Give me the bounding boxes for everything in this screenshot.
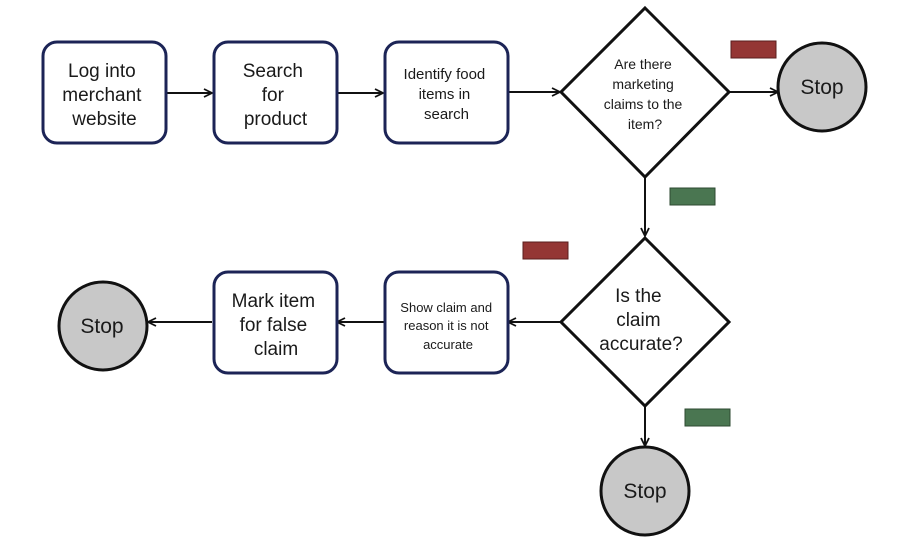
svg-text:Log into merchant: Log into merchant website (62, 61, 146, 130)
node-text-line: Search (243, 61, 303, 82)
stop-circle (599, 445, 691, 537)
node-text-line: item? (628, 116, 662, 132)
node-text-line: Mark item (232, 291, 315, 312)
process-box (383, 270, 510, 375)
process-box (212, 40, 339, 145)
node-claim-accurate-question: Is the claim accurate? (558, 235, 732, 409)
node-text-line: accurate? (599, 334, 682, 355)
process-box (212, 270, 339, 375)
node-text-line: Is the (615, 286, 661, 307)
node-text-line: merchant (62, 85, 142, 106)
node-text-line: Identify food (404, 66, 486, 83)
node-text-line: items in (419, 86, 471, 103)
node-text-line: claims to the (604, 96, 683, 112)
stop-label: Stop (800, 76, 843, 99)
node-identify-food-items: Identify food items in search (383, 40, 510, 145)
node-text-line: claim (254, 339, 298, 360)
decision-diamond (558, 235, 732, 409)
node-text-line: Show claim and (400, 300, 492, 315)
node-text-line: website (71, 109, 136, 130)
svg-text:Identify food items in: Identify food items in search (404, 66, 490, 123)
node-text-line: for false (240, 315, 308, 336)
decision-diamond (558, 5, 732, 180)
node-stop-left: Stop (57, 280, 149, 372)
node-text-line: for (262, 85, 285, 106)
node-text-line: reason it is not (404, 318, 489, 333)
node-text-line: Log into (68, 61, 136, 82)
node-show-claim-reason: Show claim and reason it is not accurate (383, 270, 510, 375)
svg-text:Are there marketing: Are there marketing claims to the item? (604, 56, 686, 132)
process-box (41, 40, 168, 145)
node-text-line: accurate (423, 337, 473, 352)
connectors (148, 92, 778, 446)
svg-text:Search for product: Search for product (243, 61, 308, 130)
svg-text:Show claim and reason it: Show claim and reason it is not accurate (400, 300, 495, 352)
svg-text:Mark item for false: Mark item for false claim (232, 291, 321, 360)
tag-not-accurate (522, 241, 569, 260)
node-search-for-product: Search for product (212, 40, 339, 145)
node-stop-top: Stop (776, 41, 868, 133)
node-text-line: claim (616, 310, 660, 331)
stop-circle (776, 41, 868, 133)
svg-text:Is the claim accur: Is the claim accurate? (599, 286, 682, 355)
node-stop-bottom: Stop (599, 445, 691, 537)
node-text-line: marketing (612, 76, 673, 92)
stop-label: Stop (623, 480, 666, 503)
node-marketing-claims-question: Are there marketing claims to the item? (558, 5, 732, 180)
process-box (383, 40, 510, 145)
node-log-into-website: Log into merchant website (41, 40, 168, 145)
node-text-line: search (424, 106, 469, 123)
tag-yes-marketing-claims (669, 187, 716, 206)
tag-no-marketing-claims (730, 40, 777, 59)
stop-label: Stop (80, 315, 123, 338)
tag-accurate (684, 408, 731, 427)
node-text-line: Are there (614, 56, 672, 72)
node-mark-item-false: Mark item for false claim (212, 270, 339, 375)
node-text-line: product (244, 109, 308, 130)
stop-circle (57, 280, 149, 372)
